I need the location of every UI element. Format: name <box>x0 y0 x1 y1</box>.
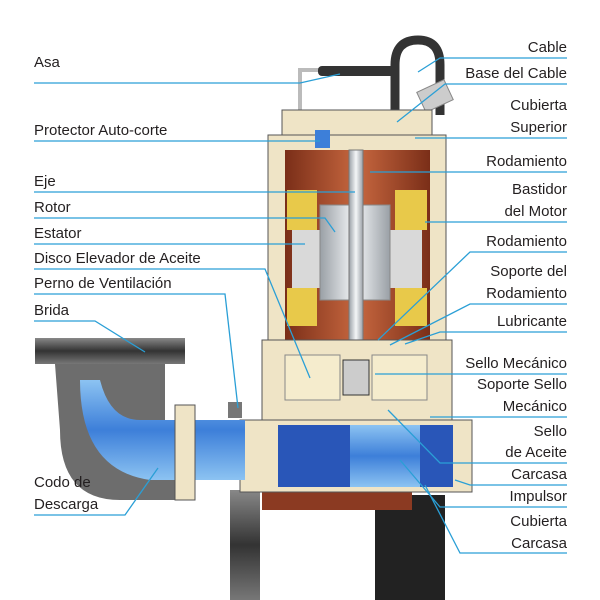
seal-chamber <box>261 339 453 421</box>
label-soporte-rodamiento-2: Rodamiento <box>486 285 567 302</box>
label-rodamiento-superior: Rodamiento <box>486 153 567 170</box>
label-sello-aceite-1: Sello <box>533 423 567 440</box>
label-estator: Estator <box>34 225 82 242</box>
label-bastidor-2: del Motor <box>504 203 567 220</box>
pump-casing <box>239 419 473 493</box>
label-rodamiento-inferior: Rodamiento <box>486 233 567 250</box>
label-rotor: Rotor <box>34 199 71 216</box>
label-eje: Eje <box>34 173 56 190</box>
label-asa: Asa <box>34 54 60 71</box>
label-brida: Brida <box>34 302 70 319</box>
label-soporte-rodamiento-1: Soporte del <box>490 263 567 280</box>
label-codo-1: Codo de <box>34 474 91 491</box>
label-cable: Cable <box>527 39 567 56</box>
label-lubricante: Lubricante <box>496 313 567 330</box>
discharge-elbow <box>35 338 245 501</box>
label-cubierta-carcasa-1: Cubierta <box>510 513 567 530</box>
label-base-cable: Base del Cable <box>465 65 567 82</box>
label-bastidor-1: Bastidor <box>511 181 567 198</box>
label-cubierta-superior-1: Cubierta <box>510 97 567 114</box>
label-sello-aceite-2: de Aceite <box>505 444 567 461</box>
cable <box>390 35 445 125</box>
label-cubierta-superior-2: Superior <box>510 119 567 136</box>
label-sello-mecanico: Sello Mecánico <box>465 355 567 372</box>
label-codo-2: Descarga <box>34 496 99 513</box>
label-carcasa: Carcasa <box>511 466 567 483</box>
label-perno-ventilacion: Perno de Ventilación <box>34 275 172 292</box>
label-protector-auto-corte: Protector Auto-corte <box>34 122 168 139</box>
label-soporte-sello-2: Mecánico <box>502 398 567 415</box>
leader-lines <box>34 57 567 554</box>
label-impulsor: Impulsor <box>509 488 567 505</box>
label-soporte-sello-1: Soporte Sello <box>476 376 567 393</box>
label-cubierta-carcasa-2: Carcasa <box>511 535 567 552</box>
pump-base <box>230 490 445 600</box>
label-disco-elevador: Disco Elevador de Aceite <box>34 250 201 267</box>
